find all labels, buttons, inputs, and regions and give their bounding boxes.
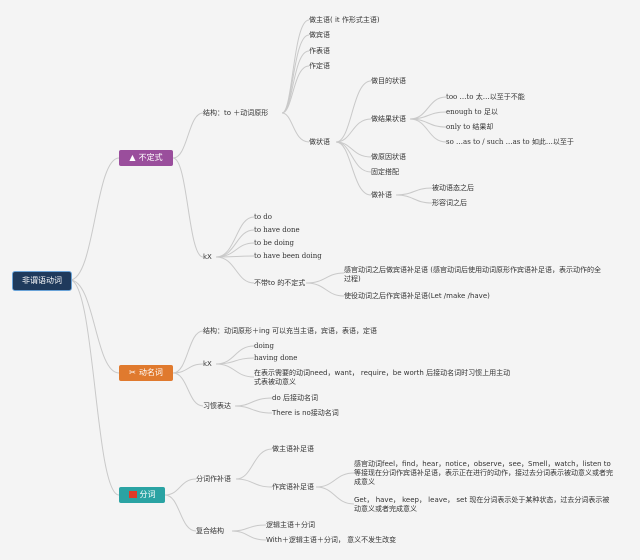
habit-expression[interactable]: 习惯表达: [203, 402, 231, 410]
causative-verb-complement[interactable]: 使役动词之后作宾语补足语(Let /make /have): [344, 292, 490, 300]
participle-label: 分词: [139, 490, 156, 499]
compound-structure[interactable]: 复合结构: [196, 527, 224, 535]
participle-complement[interactable]: 分词作补语: [196, 475, 231, 483]
bare-infinitive[interactable]: 不带to 的不定式: [254, 279, 306, 287]
infinitive-adverbial[interactable]: 做状语: [309, 138, 330, 146]
gerund-node[interactable]: ✂动名词: [119, 365, 173, 381]
enough-to-item[interactable]: enough to 足以: [446, 108, 498, 116]
adjective-after-item[interactable]: 形容词之后: [432, 199, 467, 207]
form-having-done[interactable]: having done: [254, 354, 298, 362]
so-as-to-item[interactable]: so …as to / such …as to 如此…以至于: [446, 138, 574, 146]
too-to-item[interactable]: too …to 太…以至于不能: [446, 93, 525, 101]
get-have-keep-note[interactable]: Get， have， keep， leave， set 现在分词表示处于某种状态…: [354, 496, 610, 513]
result-adverbial[interactable]: 做结果状语: [371, 115, 406, 123]
subject-complement[interactable]: 做主语补足语: [272, 445, 314, 453]
form-to-have-been-doing[interactable]: to have been doing: [254, 252, 322, 260]
form-to-be-doing[interactable]: to be doing: [254, 239, 295, 247]
with-logical-subject-participle[interactable]: With＋逻辑主语＋分词， 意义不发生改变: [266, 536, 397, 544]
infinitive-object[interactable]: 做宾语: [309, 31, 330, 39]
root-node[interactable]: 非谓语动词: [12, 271, 72, 291]
infinitive-node[interactable]: ▲不定式: [119, 150, 173, 166]
form-to-have-done[interactable]: to have done: [254, 226, 300, 234]
logical-subject-participle[interactable]: 逻辑主语＋分词: [266, 521, 315, 529]
sense-verb-complement[interactable]: 感官动词之后做宾语补足语 (感官动词后使用动词原形作宾语补足语，表示动作的全过程…: [344, 266, 601, 283]
red-square-icon: [128, 491, 137, 498]
only-to-item[interactable]: only to 结果却: [446, 123, 494, 131]
sense-verb-participle-note[interactable]: 感官动词feel，find，hear，notice，observe，see，Sm…: [354, 460, 613, 486]
gerund-label: 动名词: [138, 368, 163, 377]
infinitive-complement[interactable]: 做补语: [371, 191, 392, 199]
cause-adverbial[interactable]: 做原因状语: [371, 153, 406, 161]
purpose-adverbial[interactable]: 做目的状语: [371, 77, 406, 85]
habit-do-item[interactable]: do 后接动名词: [272, 394, 318, 402]
infinitive-forms-label[interactable]: kX: [203, 253, 212, 261]
participle-node[interactable]: 分词: [119, 487, 165, 503]
infinitive-attributive[interactable]: 作定语: [309, 62, 330, 70]
habit-there-is-no-item[interactable]: There is no接动名词: [272, 409, 339, 417]
infinitive-subject[interactable]: 做主语( it 作形式主语): [309, 16, 380, 24]
form-to-do[interactable]: to do: [254, 213, 272, 221]
tools-icon: ✂: [129, 368, 136, 377]
need-verb-note[interactable]: 在表示需要的动词need，want， require，be worth 后接动名…: [254, 369, 511, 386]
gerund-forms-label[interactable]: kX: [203, 360, 212, 368]
triangle-icon: ▲: [129, 153, 136, 162]
infinitive-predicative[interactable]: 作表语: [309, 47, 330, 55]
gerund-structure[interactable]: 结构：动词原形＋ing 可以充当主语，宾语，表语，定语: [203, 327, 378, 335]
infinitive-structure[interactable]: 结构：to ＋动词原形: [203, 109, 269, 117]
infinitive-label: 不定式: [138, 153, 163, 162]
passive-after-item[interactable]: 被动语态之后: [432, 184, 474, 192]
form-doing[interactable]: doing: [254, 342, 274, 350]
fixed-collocation[interactable]: 固定搭配: [371, 168, 399, 176]
object-complement[interactable]: 作宾语补足语: [272, 483, 314, 491]
